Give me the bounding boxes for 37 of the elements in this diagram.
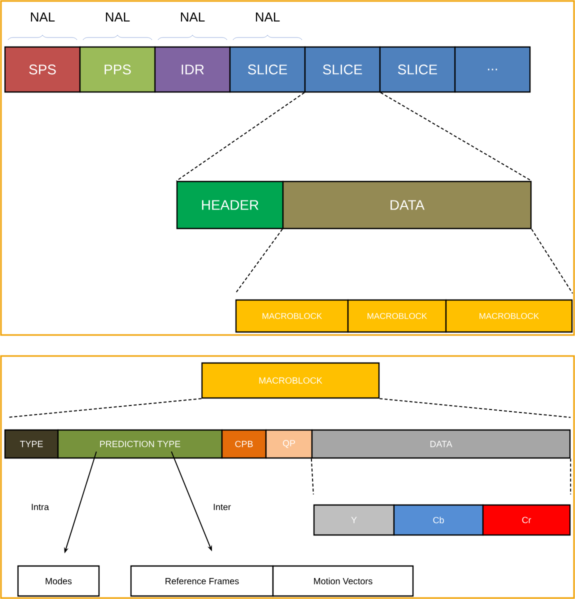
component-box: Cb [393, 504, 484, 536]
macroblock-box: MACROBLOCK [347, 299, 447, 333]
projection-line [570, 458, 572, 495]
projection-line [6, 398, 202, 418]
projection-line [380, 92, 532, 182]
option-box: Motion Vectors [272, 565, 414, 597]
projection-line [379, 398, 572, 418]
macroblock-box: MACROBLOCK [445, 299, 573, 333]
bracket-label: NAL [180, 12, 205, 22]
field-box: PREDICTION TYPE [57, 429, 223, 459]
projection-line [234, 228, 283, 294]
field-box: TYPE [4, 429, 59, 459]
option-box: Reference Frames [130, 565, 274, 597]
field-box: SLICE [379, 46, 456, 93]
field-box: DATA [282, 180, 532, 230]
edge-label: Inter [212, 502, 232, 512]
projection-line [176, 92, 305, 182]
field-box: SPS [4, 46, 81, 93]
bracket-label: NAL [256, 12, 280, 22]
projection-line [310, 458, 314, 495]
option-box: Modes [17, 565, 100, 597]
macroblock-box: MACROBLOCK [235, 299, 349, 333]
component-box: Cr [482, 504, 571, 536]
bracket-label: NAL [30, 12, 55, 22]
component-box: Y [313, 504, 395, 536]
field-box: DATA [311, 429, 571, 459]
field-box: ... [454, 46, 531, 93]
field-box: SLICE [304, 46, 381, 93]
field-box: PPS [79, 46, 156, 93]
bracket-label: NAL [106, 12, 130, 22]
field-box: SLICE [229, 46, 306, 93]
field-box: CPB [221, 429, 267, 459]
field-box: HEADER [176, 180, 284, 230]
macroblock-box: MACROBLOCK [201, 362, 380, 399]
edge-label: Intra [30, 502, 50, 512]
field-box: IDR [154, 46, 231, 93]
field-box: QP [265, 429, 313, 459]
